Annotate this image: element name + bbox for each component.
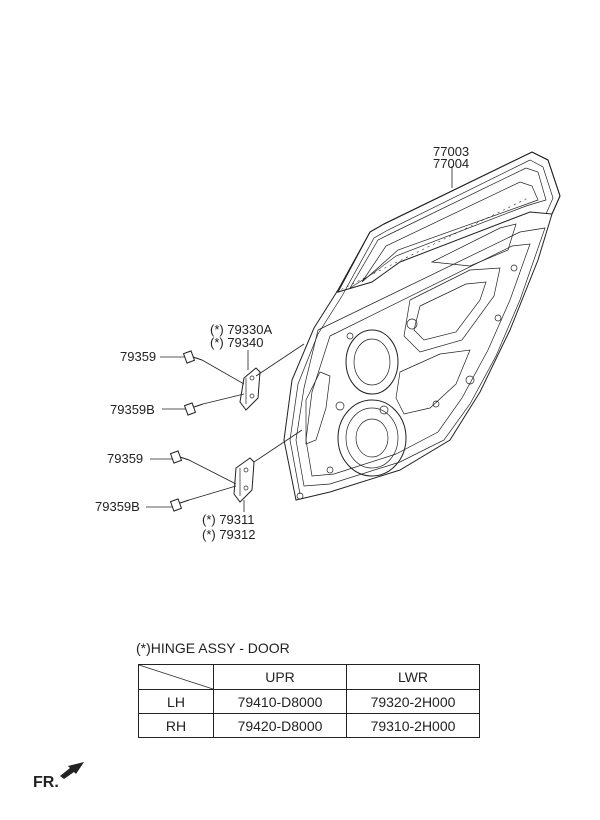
callout-79312: (*) 79312 bbox=[202, 527, 255, 542]
lower-hinge bbox=[233, 457, 255, 503]
cell-rh-lwr: 79310-2H000 bbox=[346, 713, 480, 738]
bolt-upper-b bbox=[183, 402, 204, 416]
callout-77003: 77003 bbox=[433, 144, 469, 159]
cell-lh-lwr: 79320-2H000 bbox=[346, 689, 480, 714]
hinge-part-table: UPR LWR LH 79410-D8000 79320-2H000 RH 79… bbox=[138, 664, 480, 738]
callout-79330a: (*) 79330A bbox=[210, 322, 272, 337]
table-corner-cell bbox=[138, 664, 214, 690]
cell-rh-upr: 79420-D8000 bbox=[213, 713, 347, 738]
callout-79340: (*) 79340 bbox=[210, 335, 263, 350]
table-row: LH 79410-D8000 79320-2H000 bbox=[138, 689, 480, 714]
row-label-rh: RH bbox=[138, 713, 214, 738]
table-header-row: UPR LWR bbox=[138, 664, 480, 690]
callout-79359b-lower: 79359B bbox=[95, 499, 140, 514]
row-label-lh: LH bbox=[138, 689, 214, 714]
callout-77004: 77004 bbox=[433, 156, 469, 171]
bolt-lower-b bbox=[169, 498, 190, 512]
front-direction-label: FR. bbox=[33, 774, 59, 791]
hinge-assy-note: (*)HINGE ASSY - DOOR bbox=[136, 640, 290, 656]
bolt-upper bbox=[182, 350, 203, 364]
column-header-upr: UPR bbox=[213, 664, 347, 690]
leader-lines bbox=[146, 166, 453, 512]
rear-door-panel bbox=[283, 151, 561, 501]
callout-79359-lower: 79359 bbox=[107, 451, 143, 466]
column-header-lwr: LWR bbox=[346, 664, 480, 690]
callout-79359-upper: 79359 bbox=[120, 349, 156, 364]
front-arrow-icon bbox=[60, 762, 84, 779]
bolt-lower bbox=[169, 450, 190, 464]
table-row: RH 79420-D8000 79310-2H000 bbox=[138, 713, 480, 738]
upper-hinge bbox=[239, 367, 261, 411]
cell-lh-upr: 79410-D8000 bbox=[213, 689, 347, 714]
callout-79359b-upper: 79359B bbox=[110, 402, 155, 417]
callout-79311: (*) 79311 bbox=[202, 512, 255, 527]
